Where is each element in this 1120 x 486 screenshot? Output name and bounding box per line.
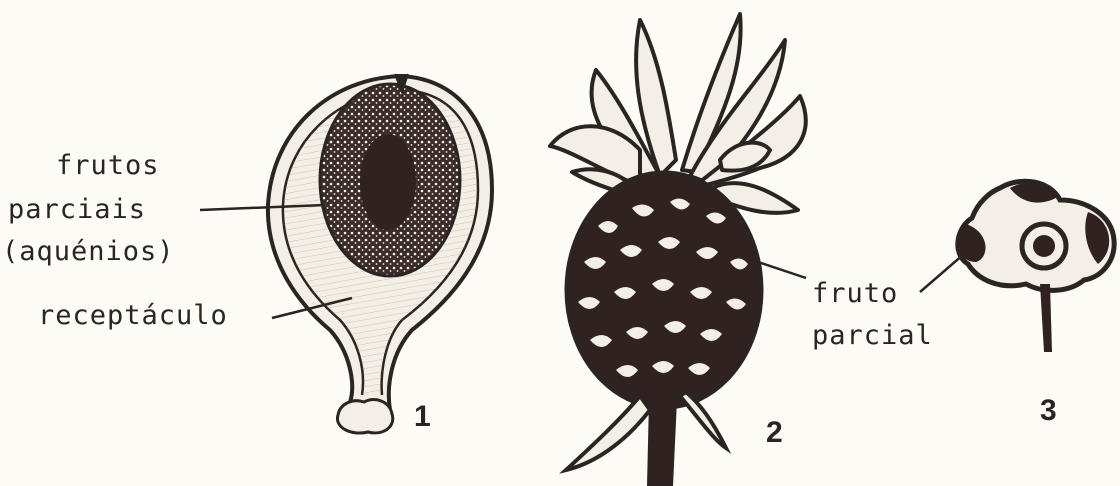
achenes-core (360, 134, 416, 230)
figure-number-1: 1 (414, 402, 431, 432)
pineapple-stalk (648, 400, 676, 486)
label-aquenios: (aquénios) (2, 238, 175, 265)
figure-number-2: 2 (766, 418, 783, 448)
partial-fruit-leader-line-3 (920, 254, 964, 292)
fig-syconium-drawing (268, 74, 492, 433)
fruitlet-stalk (1040, 284, 1052, 352)
partial-fruit-leader-line-2 (758, 262, 806, 278)
label-parciais: parciais (8, 196, 146, 223)
fig-stalk-base (337, 400, 392, 433)
single-fruitlet-drawing (958, 181, 1114, 352)
label-fruto: fruto (812, 280, 898, 307)
label-frutos: frutos (56, 152, 160, 179)
figure-number-3: 3 (1040, 396, 1057, 426)
label-parcial: parcial (812, 322, 933, 349)
fruitlet-center-core (1033, 235, 1055, 257)
label-receptaculo: receptáculo (38, 302, 228, 329)
pineapple-bracts (566, 392, 726, 470)
